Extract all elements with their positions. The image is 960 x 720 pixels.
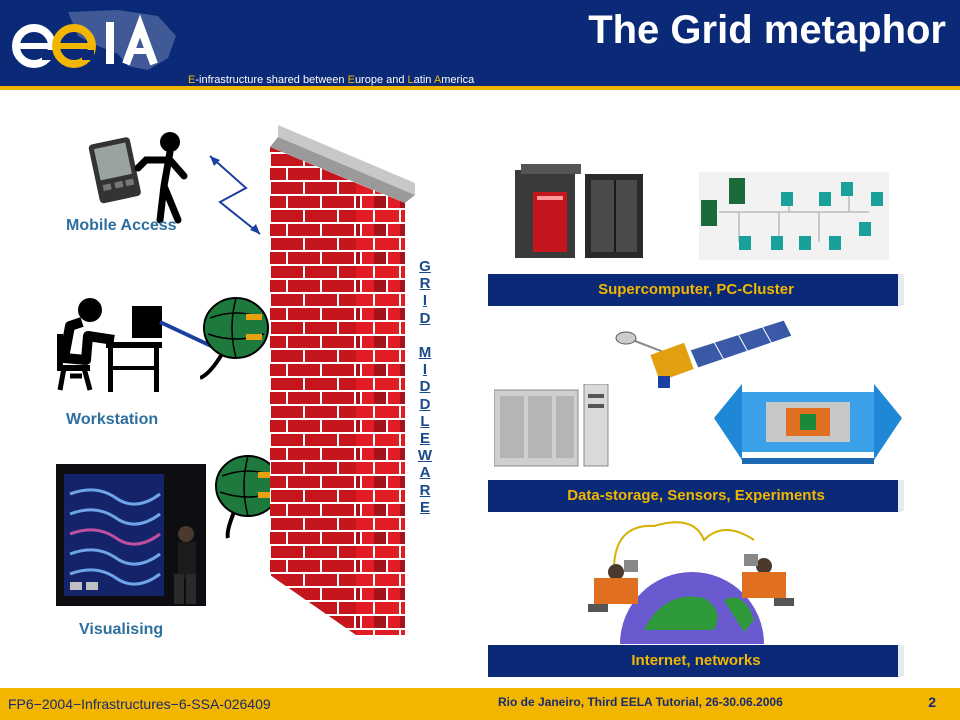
satellite-picture <box>615 319 793 388</box>
middleware-letter: D <box>419 395 431 413</box>
eela-logo <box>12 10 176 70</box>
internet-bar-label: Internet, networks <box>631 652 761 669</box>
eela-tagline: E-infrastructure shared between Europe a… <box>188 74 474 86</box>
visualising-label: Visualising <box>79 621 164 638</box>
visualising-picture <box>56 464 206 606</box>
pc-cluster-picture <box>699 172 889 260</box>
middleware-letter: I <box>422 292 428 310</box>
data-storage-picture <box>494 384 609 467</box>
header-stripe <box>0 86 960 90</box>
wireless-signal-icon <box>209 155 261 235</box>
middleware-letter: I <box>422 361 428 379</box>
project-code: FP6−2004−Infrastructures−6-SSA-026409 <box>8 696 271 712</box>
middleware-letter: L <box>420 412 430 430</box>
datastorage-bar-label: Data-storage, Sensors, Experiments <box>567 487 825 504</box>
tagline-initial: L <box>407 74 414 86</box>
middleware-letter: R <box>419 481 431 499</box>
middleware-letter: R <box>419 275 431 293</box>
middleware-letter: W <box>417 447 433 465</box>
tagline-text: merica <box>441 74 475 86</box>
workstation-picture <box>57 298 162 392</box>
middleware-letter: E <box>419 430 430 448</box>
middleware-letter <box>414 327 436 344</box>
middleware-letter: G <box>419 258 431 275</box>
middleware-letter: D <box>419 309 431 327</box>
middleware-letter: D <box>419 378 431 396</box>
page-number: 2 <box>928 694 936 710</box>
tagline-initial: E <box>347 74 355 86</box>
mobile-user-picture <box>88 132 188 224</box>
internet-globe-picture <box>588 521 794 644</box>
middleware-letter: A <box>419 464 431 482</box>
workstation-label: Workstation <box>66 411 159 428</box>
mobile-access-label: Mobile Access <box>66 217 177 234</box>
tagline-text: atin <box>413 74 434 86</box>
footer-banner: FP6−2004−Infrastructures−6-SSA-026409 Ri… <box>0 688 960 720</box>
tagline-initial: A <box>433 74 442 86</box>
supercomputer-bar-label: Supercomputer, PC-Cluster <box>598 281 794 298</box>
tagline-initial: E <box>188 74 196 86</box>
grid-firewall-wall <box>270 125 415 635</box>
detector-experiment-picture <box>712 378 904 466</box>
supercomputer-picture <box>515 164 643 258</box>
event-info: Rio de Janeiro, Third EELA Tutorial, 26-… <box>498 695 783 709</box>
internet-bar: Internet, networks <box>488 645 904 677</box>
datastorage-bar: Data-storage, Sensors, Experiments <box>488 480 904 512</box>
tagline-text: urope and <box>354 74 408 86</box>
tagline-text: -infrastructure shared between <box>195 74 348 86</box>
middleware-letter: E <box>419 498 430 516</box>
supercomputer-bar: Supercomputer, PC-Cluster <box>488 274 904 306</box>
middleware-letter: M <box>418 344 432 362</box>
slide-title: The Grid metaphor <box>588 8 946 52</box>
